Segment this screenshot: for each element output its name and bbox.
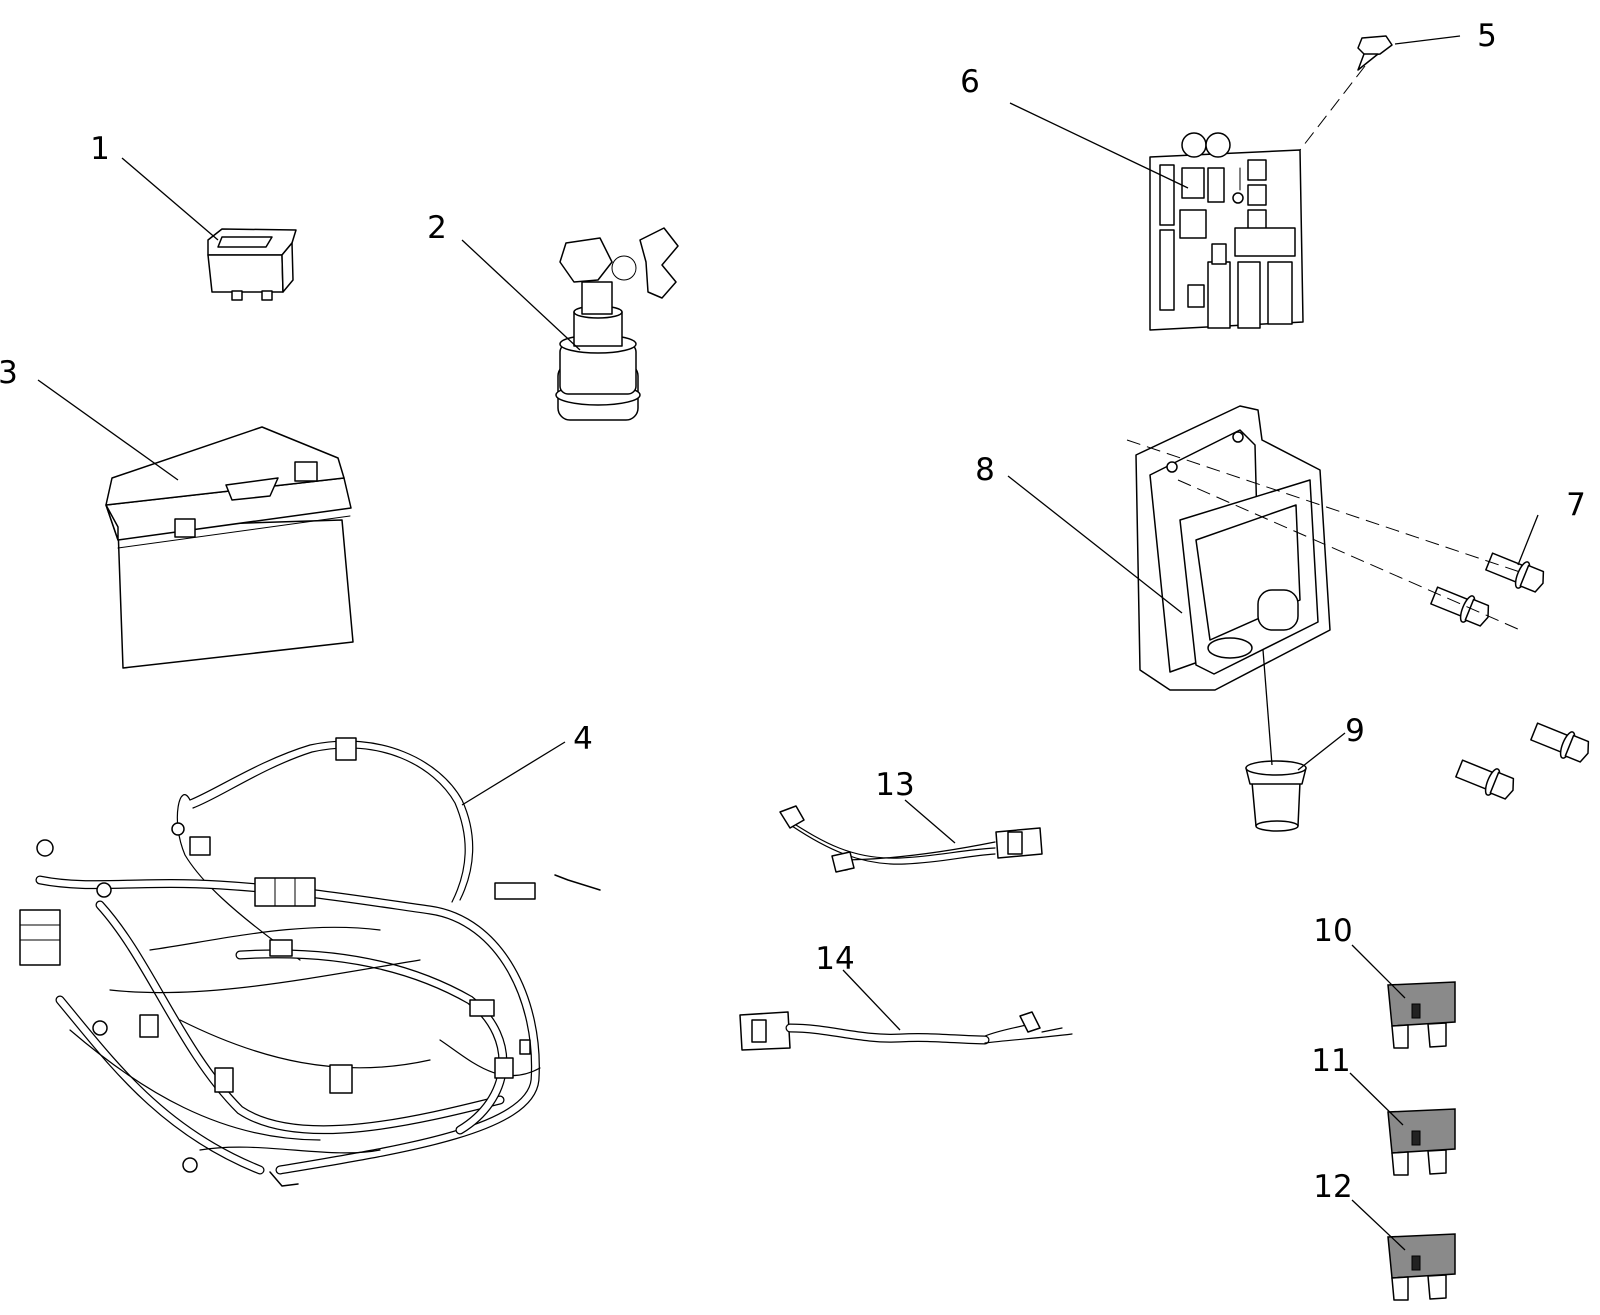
callout-10: 10 [1313, 913, 1352, 949]
callout-3: 3 [0, 355, 18, 391]
part-8-enclosure [1135, 405, 1331, 691]
callout-5: 5 [1477, 18, 1497, 54]
callout-7: 7 [1566, 487, 1586, 523]
callout-labels: 1 2 3 4 5 6 7 8 9 10 11 12 13 14 [0, 18, 1586, 1205]
callout-2: 2 [427, 210, 447, 246]
part-11-fuse [1387, 1108, 1456, 1176]
leader-lines [37, 35, 1539, 1251]
part-10-fuse [1387, 981, 1456, 1049]
part-5-push-rivet [1357, 35, 1393, 71]
part-7-flange-bolts [1430, 552, 1590, 800]
callout-1: 1 [90, 131, 110, 167]
part-13-short-harness [779, 805, 1043, 873]
callout-8: 8 [975, 452, 995, 488]
callout-6: 6 [960, 64, 980, 100]
assembly-lines [1126, 65, 1521, 766]
part-9-grommet [1245, 760, 1307, 832]
part-14-adapter-harness [739, 1011, 1073, 1051]
part-6-circuit-board [1149, 132, 1304, 331]
callout-13: 13 [875, 767, 914, 803]
callout-11: 11 [1311, 1043, 1350, 1079]
part-12-fuse [1387, 1233, 1456, 1301]
callout-9: 9 [1345, 713, 1365, 749]
part-4-main-harness [19, 737, 601, 1187]
callout-12: 12 [1313, 1169, 1352, 1205]
callout-14: 14 [815, 941, 854, 977]
callout-4: 4 [573, 721, 593, 757]
part-1-meter [207, 228, 297, 301]
part-2-key-switch [555, 227, 679, 421]
part-3-battery [105, 426, 354, 669]
